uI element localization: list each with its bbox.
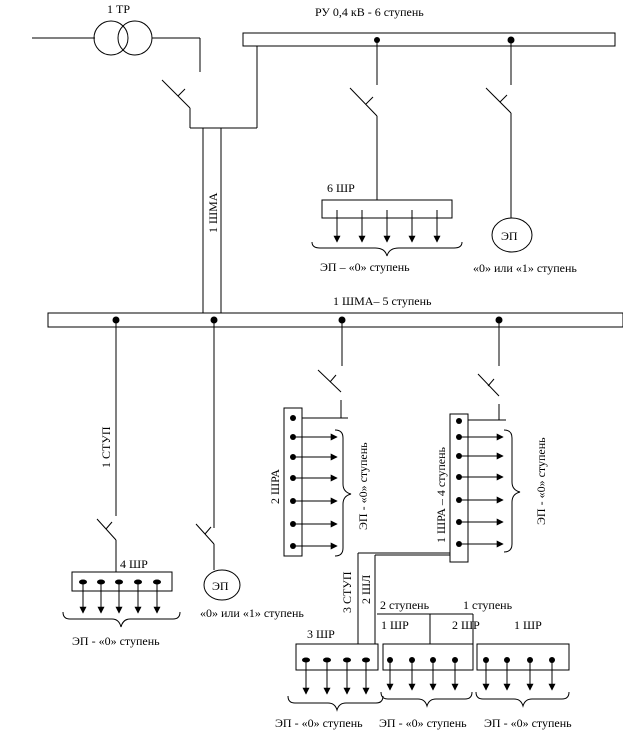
ep-group-3shr-label: ЭП - «0» ступень	[275, 716, 363, 730]
ep-motor-top-caption: «0» или «1» ступень	[473, 261, 577, 275]
cabinet-3shr: 3 ШР ЭП - «0» ступень	[275, 627, 384, 730]
stup1-label: 1 СТУП	[99, 426, 113, 468]
feeders-bottom: 3 СТУП 2 ШЛ 2 ступень 1 ступень 1 ШР 2 Ш…	[340, 552, 542, 644]
stup3-label: 3 СТУП	[340, 571, 354, 613]
branch-1shra: 1 ШРА – 4 ступень ЭП - «0» ступень	[434, 320, 548, 563]
branch-2shra: 2 ШРА ЭП - «0» ступень	[268, 320, 370, 557]
shra2-label: 2 ШРА	[268, 469, 282, 504]
shr3-label: 3 ШР	[307, 627, 335, 641]
ep-group-2shr-label: ЭП - «0» ступень	[484, 716, 572, 730]
ru-bus-label: РУ 0,4 кВ - 6 ступень	[315, 5, 424, 19]
transformer: 1 ТР	[32, 2, 201, 72]
cabinet-2shr: ЭП - «0» ступень	[475, 643, 572, 730]
ep-group-1shr-label: ЭП - «0» ступень	[379, 716, 467, 730]
ru-bus: РУ 0,4 кВ - 6 ступень	[242, 5, 616, 47]
branch-ep-top: ЭП «0» или «1» ступень	[473, 40, 577, 275]
step1-label: 1 ступень	[463, 598, 513, 612]
ep-group-4shr-label: ЭП - «0» ступень	[72, 634, 160, 648]
step2-label: 2 ступень	[380, 598, 430, 612]
ep-motor-bottom-label: ЭП	[212, 579, 229, 593]
cabinet-1shr-a: ЭП - «0» ступень	[379, 643, 474, 730]
branch-ep-bottom: ЭП «0» или «1» ступень	[195, 320, 304, 620]
shra1-label: 1 ШРА – 4 ступень	[434, 447, 448, 543]
shr2-label: 2 ШР	[452, 618, 480, 632]
shr1b-label: 1 ШР	[514, 618, 542, 632]
shl2-label: 2 ШЛ	[359, 575, 373, 604]
branch-4shr: 1 СТУП 4 ШР ЭП - «0» ступень	[62, 320, 181, 648]
ep-group-1shra-label: ЭП - «0» ступень	[534, 437, 548, 525]
shma-bus-label: 1 ШМА– 5 ступень	[333, 294, 432, 308]
ep-motor-top-label: ЭП	[501, 229, 518, 243]
shr1a-label: 1 ШР	[381, 618, 409, 632]
breaker-shma: 1 ШМА	[161, 46, 258, 320]
transformer-label: 1 ТР	[107, 2, 130, 16]
ep-group-6shr-label: ЭП – «0» ступень	[320, 260, 410, 274]
shr6-label: 6 ШР	[327, 181, 355, 195]
shma-vertical-label: 1 ШМА	[206, 192, 220, 233]
shr4-label: 4 ШР	[120, 557, 148, 571]
ep-motor-bottom-caption: «0» или «1» ступень	[200, 606, 304, 620]
branch-6shr: 6 ШР ЭП – «0» ступень	[311, 40, 463, 274]
shma-bus: 1 ШМА– 5 ступень	[47, 294, 623, 328]
ep-group-2shra-label: ЭП - «0» ступень	[356, 442, 370, 530]
